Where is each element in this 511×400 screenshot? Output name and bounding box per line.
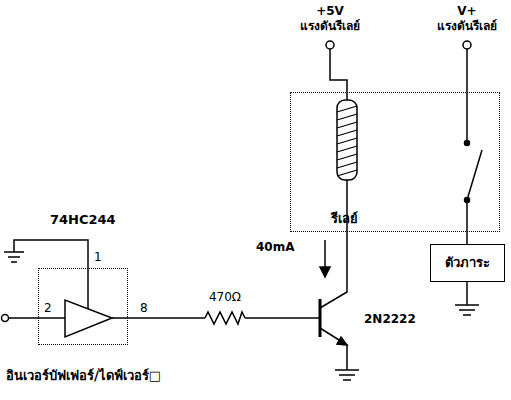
wire [466, 232, 468, 244]
caption: อินเวอร์บัฟเฟอร์/ไดฟ์เวอร์□ [6, 368, 161, 384]
coil-winding [337, 138, 357, 144]
ic-package: 74HC244 [38, 210, 128, 345]
voltage-note: แรงดันรีเลย์ [300, 19, 360, 33]
relay-housing: รีเลย์ [290, 92, 500, 232]
emitter-arrow [337, 337, 347, 345]
pin-number: 8 [140, 301, 148, 315]
load-label: ตัวภาระ [445, 255, 490, 271]
input-terminal [2, 315, 9, 322]
output-wire [112, 317, 205, 319]
collector-wire [320, 180, 347, 308]
coil-winding [337, 106, 357, 112]
switch-wire [466, 200, 468, 232]
coil-windings [337, 106, 357, 176]
resistor-symbol [205, 312, 245, 324]
enable-wire [14, 240, 88, 309]
current-arrow [324, 240, 326, 270]
current-label: 40mA [256, 240, 295, 254]
input-wire [9, 317, 66, 319]
supply-terminal [463, 41, 471, 49]
resistor-value: 470Ω [209, 290, 241, 304]
base-wire [245, 317, 320, 319]
coil-winding [337, 114, 357, 120]
coil-winding [337, 122, 357, 128]
transistor-base [319, 299, 322, 337]
coil-winding [337, 162, 357, 168]
switch-wire [466, 49, 468, 140]
pin-number: 1 [94, 250, 102, 264]
supply-terminal [326, 41, 334, 49]
voltage-note: แรงดันรีเลย์ [437, 19, 497, 33]
relay-coil [337, 100, 357, 180]
part-number: 74HC244 [50, 212, 116, 228]
switch-blade [467, 150, 482, 200]
ground-symbol [4, 252, 24, 262]
load-ground-wire [466, 282, 468, 305]
ground-symbol [455, 305, 479, 315]
ground-symbol [335, 370, 359, 380]
emitter-wire [320, 328, 347, 370]
switch-contact [465, 141, 470, 146]
coil-winding [337, 130, 357, 136]
coil-winding [337, 154, 357, 160]
pin-number: 2 [44, 301, 52, 315]
transistor-label: 2N2222 [364, 312, 416, 326]
coil-winding [337, 146, 357, 152]
coil-winding [337, 170, 357, 176]
load-box: ตัวภาระ [430, 244, 505, 282]
relay-label: รีเลย์ [331, 211, 358, 227]
voltage-label: +5V [316, 4, 344, 18]
current-arrowhead [320, 267, 330, 277]
voltage-label: V+ [457, 4, 476, 18]
